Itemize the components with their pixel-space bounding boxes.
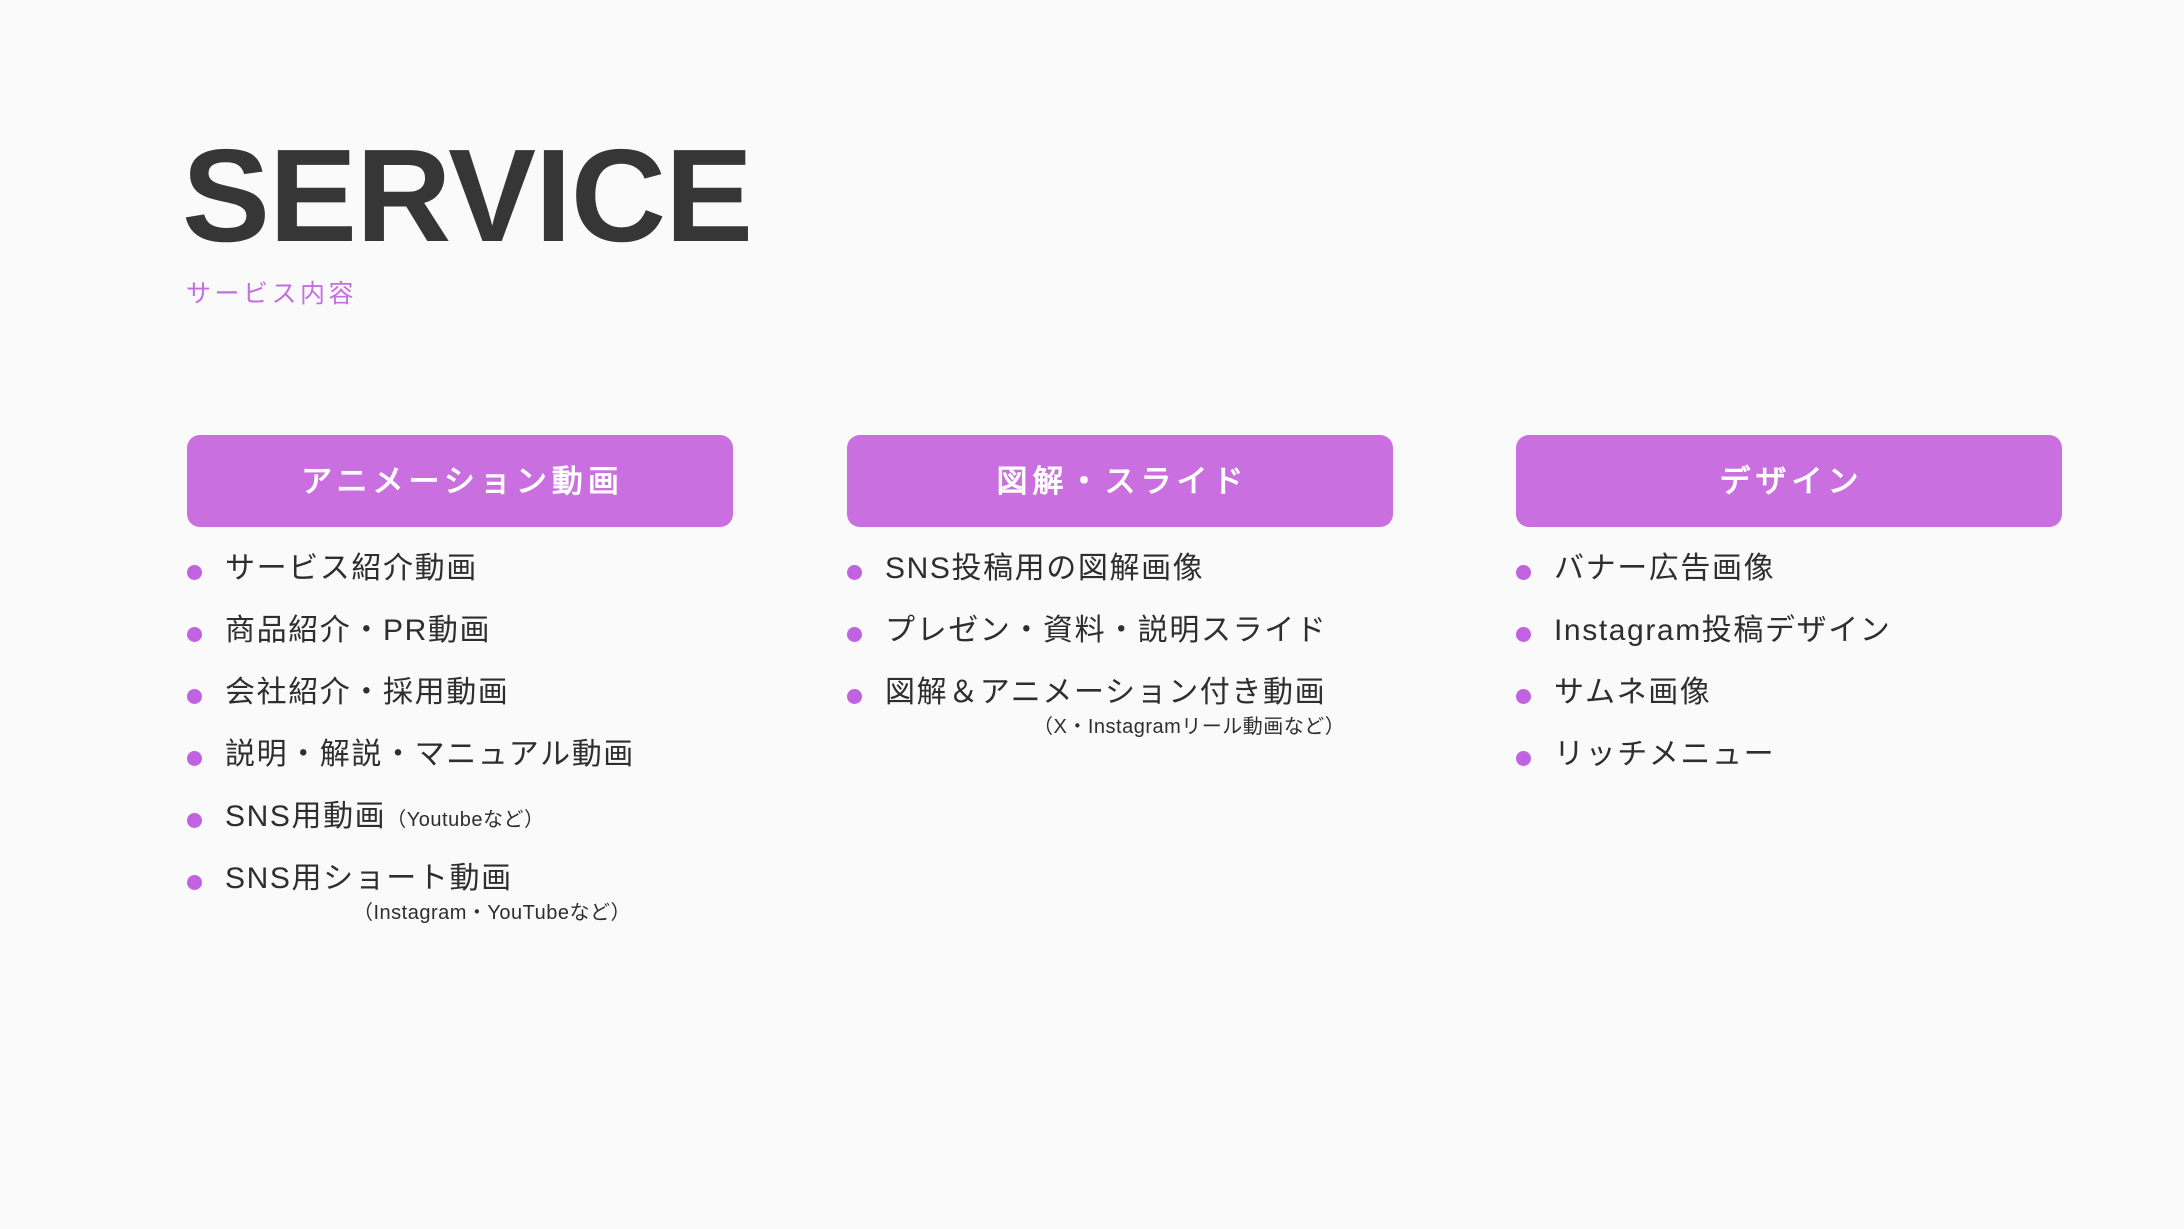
list-item-label: 会社紹介・採用動画 — [225, 676, 510, 709]
list-item: サービス紹介動画 — [187, 549, 733, 611]
list-item-label: サービス紹介動画 — [225, 552, 478, 585]
list-item: 商品紹介・PR動画 — [187, 611, 733, 673]
column-badge-label: デザイン — [1719, 463, 1864, 499]
bullet-dot-icon — [187, 751, 202, 766]
list-item: リッチメニュー — [1516, 735, 2062, 797]
list-item-label: Instagram投稿デザイン — [1554, 614, 1892, 647]
list-item: SNS用動画（Youtubeなど） — [187, 797, 733, 859]
list-item-label: 説明・解説・マニュアル動画 — [225, 738, 635, 771]
list-item: SNS用ショート動画 （Instagram・YouTubeなど） — [187, 859, 733, 925]
bullet-dot-icon — [1516, 689, 1531, 704]
bullet-dot-icon — [187, 627, 202, 642]
service-list: バナー広告画像 Instagram投稿デザインサムネ画像リッチメニュー — [1516, 549, 2062, 797]
list-item-label: リッチメニュー — [1554, 738, 1776, 771]
list-item-label: サムネ画像 — [1554, 676, 1712, 709]
bullet-dot-icon — [847, 627, 862, 642]
bullet-dot-icon — [1516, 627, 1531, 642]
column-badge-label: アニメーション動画 — [301, 463, 624, 499]
list-item-label: プレゼン・資料・説明スライド — [885, 614, 1328, 647]
list-item-label: SNS投稿用の図解画像 — [885, 552, 1205, 585]
service-column: デザインバナー広告画像 Instagram投稿デザインサムネ画像リッチメニュー — [1516, 435, 2062, 775]
list-item: プレゼン・資料・説明スライド — [847, 611, 1393, 673]
column-badge[interactable]: 図解・スライド — [847, 435, 1393, 527]
list-item-note: （Youtubeなど） — [386, 809, 545, 831]
list-item-label: 図解＆アニメーション付き動画 — [885, 676, 1327, 709]
list-item: SNS投稿用の図解画像 — [847, 549, 1393, 611]
list-item: バナー広告画像 — [1516, 549, 2062, 611]
header: SERVICE サービス内容 — [182, 122, 753, 308]
page-title: SERVICE — [182, 122, 753, 269]
bullet-dot-icon — [187, 689, 202, 704]
column-badge[interactable]: アニメーション動画 — [187, 435, 733, 527]
list-item-note: （X・Instagramリール動画など） — [1033, 715, 1346, 738]
bullet-dot-icon — [187, 813, 202, 828]
bullet-dot-icon — [847, 689, 862, 704]
bullet-dot-icon — [187, 875, 202, 890]
page-subtitle: サービス内容 — [186, 280, 358, 308]
column-badge-label: 図解・スライド — [996, 463, 1249, 499]
column-badge[interactable]: デザイン — [1516, 435, 2062, 527]
list-item-note: （Instagram・YouTubeなど） — [353, 901, 632, 924]
service-list: サービス紹介動画商品紹介・PR動画会社紹介・採用動画説明・解説・マニュアル動画 S… — [187, 549, 733, 925]
bullet-dot-icon — [1516, 751, 1531, 766]
bullet-dot-icon — [187, 565, 202, 580]
list-item-label: SNS用ショート動画 — [225, 862, 513, 895]
list-item-label: 商品紹介・PR動画 — [225, 614, 492, 647]
service-list: SNS投稿用の図解画像プレゼン・資料・説明スライド図解＆アニメーション付き動画 （… — [847, 549, 1393, 739]
list-item: 会社紹介・採用動画 — [187, 673, 733, 735]
list-item: Instagram投稿デザイン — [1516, 611, 2062, 673]
bullet-dot-icon — [1516, 565, 1531, 580]
list-item-label: バナー広告画像 — [1554, 552, 1776, 585]
list-item: 説明・解説・マニュアル動画 — [187, 735, 733, 797]
list-item: サムネ画像 — [1516, 673, 2062, 735]
list-item-label: SNS用動画（Youtubeなど） — [225, 800, 545, 833]
service-column: アニメーション動画サービス紹介動画商品紹介・PR動画会社紹介・採用動画説明・解説… — [187, 435, 733, 924]
bullet-dot-icon — [847, 565, 862, 580]
list-item: 図解＆アニメーション付き動画 （X・Instagramリール動画など） — [847, 673, 1393, 739]
